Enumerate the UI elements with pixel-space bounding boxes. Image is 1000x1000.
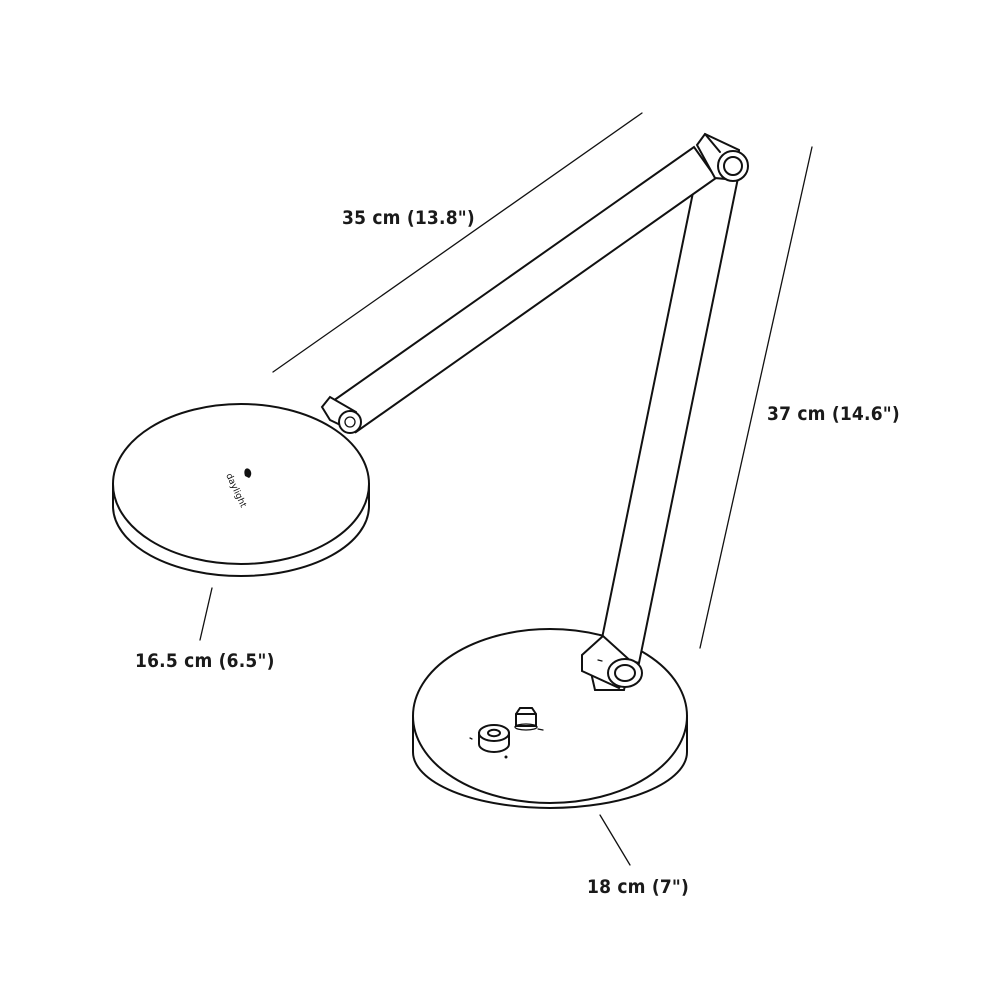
base-leader-line	[599, 814, 631, 866]
arm-length-label: 35 cm (13.8")	[342, 207, 475, 229]
head-leader-line	[199, 587, 213, 641]
stand-height-label: 37 cm (14.6")	[767, 403, 900, 425]
height-dimension-line	[699, 146, 813, 649]
lamp-stand	[581, 166, 740, 691]
base-diameter-label: 18 cm (7")	[587, 876, 690, 898]
lamp-arm	[320, 132, 749, 434]
dimmer-knob	[469, 724, 510, 759]
arm-dimension-line	[272, 112, 643, 373]
lamp-base	[412, 628, 688, 809]
head-diameter-label: 16.5 cm (6.5")	[135, 650, 275, 672]
daylight-logo-icon	[244, 468, 252, 478]
lamp-head: daylight	[112, 403, 370, 577]
power-switch	[514, 707, 544, 731]
